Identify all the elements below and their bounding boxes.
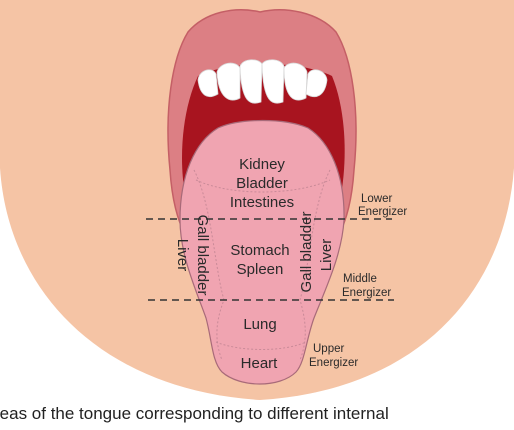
middle-energizer-label-2: Energizer — [342, 287, 391, 299]
lower-energizer-label-2: Energizer — [358, 206, 407, 218]
tongue — [179, 119, 345, 385]
right-divider — [299, 169, 331, 361]
teeth — [197, 59, 328, 104]
intestines-label: Intestines — [230, 194, 294, 211]
middle-energizer-label-1: Middle — [343, 273, 377, 285]
tongue-zone-lines — [193, 169, 331, 361]
heart-divider — [215, 341, 307, 350]
tooth — [305, 69, 328, 97]
left-liver-group: Liver — [174, 239, 191, 272]
left-divider — [193, 169, 225, 361]
heart-label: Heart — [241, 355, 279, 372]
lower-energizer-label-1: Lower — [361, 193, 392, 205]
lung-label: Lung — [243, 316, 276, 333]
right-gall-bladder-label: Gall bladder — [298, 212, 315, 293]
tooth — [239, 59, 263, 104]
upper-energizer-label-2: Energizer — [309, 357, 358, 369]
left-gall-bladder-label: Gall bladder — [194, 215, 211, 296]
right-liver-group: Liver — [318, 239, 335, 272]
left-side-labels: Gall bladder — [194, 215, 211, 296]
bladder-label: Bladder — [236, 175, 288, 192]
kidney-label: Kidney — [239, 156, 285, 173]
right-liver-label: Liver — [318, 239, 335, 272]
left-liver-label: Liver — [174, 239, 191, 272]
energizer-lines — [146, 218, 394, 301]
right-side-labels: Gall bladder — [298, 212, 315, 293]
stomach-label: Stomach — [230, 242, 289, 259]
kidney-divider — [195, 179, 331, 193]
tooth — [261, 59, 285, 104]
tooth — [197, 69, 219, 97]
spleen-label: Spleen — [237, 261, 284, 278]
figure-caption: reas of the tongue corresponding to diff… — [0, 404, 389, 423]
tooth — [216, 62, 241, 101]
upper-energizer-label-1: Upper — [313, 343, 344, 355]
